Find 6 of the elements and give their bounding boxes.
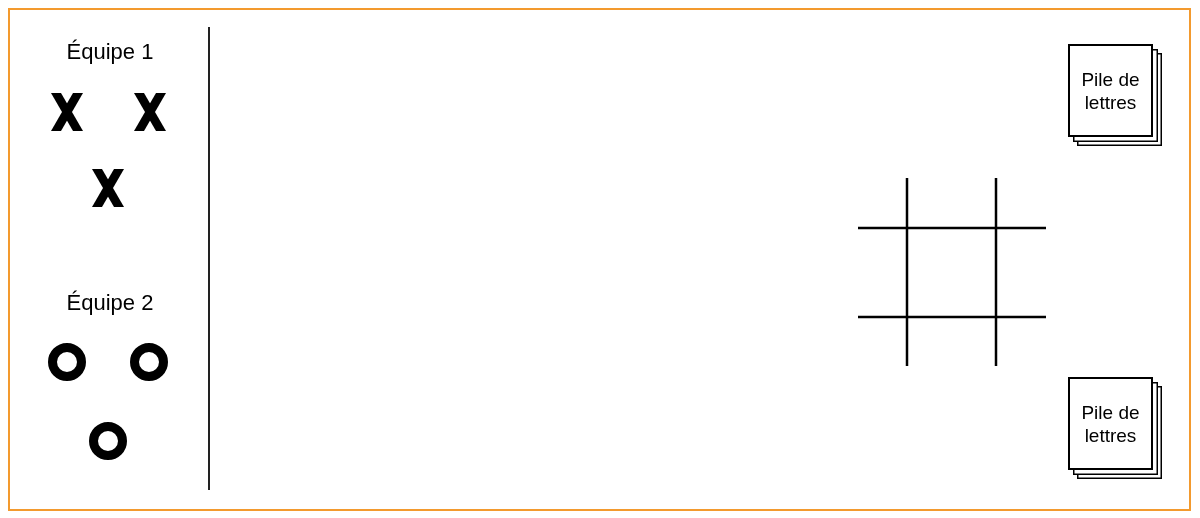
stack-label: Pile de lettres [1080,400,1141,447]
stack-label: Pile de lettres [1080,67,1141,114]
team-label: Équipe 1 [66,39,154,65]
team-label: Équipe 2 [66,290,154,316]
paper-stack [1068,44,1162,146]
paper-stack [1068,377,1162,479]
